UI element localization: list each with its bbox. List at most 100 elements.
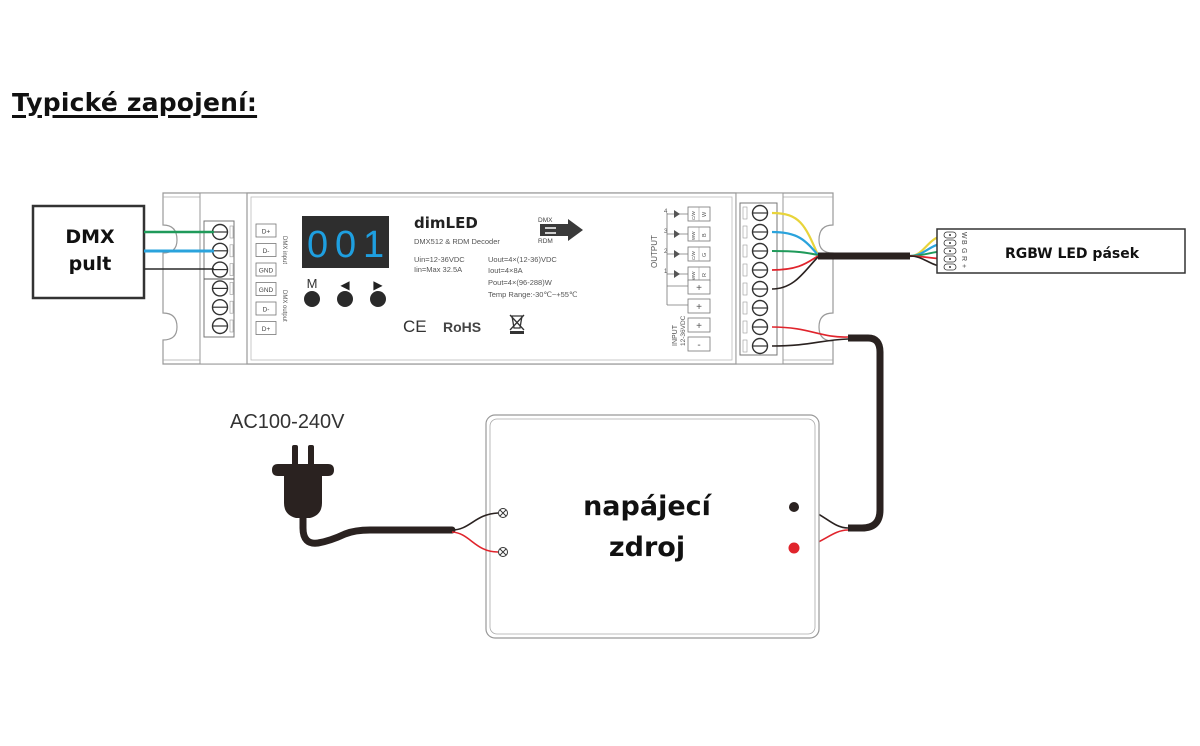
ac-terminal-l	[498, 508, 508, 518]
svg-text:+: +	[696, 302, 702, 313]
svg-text:+: +	[696, 321, 702, 332]
svg-text:GND: GND	[259, 287, 274, 294]
screw-terminal	[742, 299, 769, 317]
svg-text:B: B	[960, 240, 967, 245]
screw-terminal	[742, 280, 769, 298]
svg-text:WW: WW	[691, 271, 696, 280]
output-channel-1: 1 WW R	[664, 266, 711, 282]
led-strip-label: RGBW LED pásek	[1005, 246, 1140, 262]
svg-text:C/W: C/W	[691, 251, 696, 261]
svg-text:W: W	[702, 211, 708, 217]
output-screw-terminals	[739, 202, 778, 356]
output-label: OUTPUT	[650, 235, 659, 268]
screw-terminal	[742, 204, 769, 222]
svg-text:B: B	[702, 233, 708, 237]
svg-text:GND: GND	[259, 268, 274, 275]
spec-uin: Uin=12-36VDC	[414, 255, 465, 264]
screw-terminal	[742, 242, 769, 260]
power-terminal-labels: + + + -	[687, 279, 711, 352]
svg-text:D-: D-	[263, 248, 270, 255]
dmx-console-label-2: pult	[69, 253, 112, 275]
power-terminal-label: +	[687, 279, 711, 295]
svg-text:D+: D+	[262, 229, 271, 236]
power-supply-label-2: zdroj	[609, 532, 685, 563]
mains-voltage-label: AC100-240V	[230, 411, 345, 433]
svg-text:+: +	[960, 264, 967, 268]
spec-temp: Temp Range:-30℃~+55℃	[488, 290, 578, 299]
model-name: DMX512 & RDM Decoder	[414, 237, 500, 246]
svg-text:2: 2	[664, 249, 668, 255]
display-digit-1: 0	[307, 224, 331, 266]
led-strip-pin: W	[943, 231, 967, 239]
left-arrow-icon: ◀	[340, 278, 350, 292]
output-channel-4: 4 C/W W	[664, 206, 711, 222]
page-heading: Typické zapojení:	[12, 88, 258, 117]
dmx-terminal-labels: D+ D- GND GND D- D+	[255, 223, 277, 335]
right-arrow-icon: ▶	[373, 278, 383, 292]
mains-plug-icon	[272, 445, 499, 553]
right-button[interactable]: ▶	[370, 278, 386, 307]
dmx-terminal-label: D+	[255, 223, 277, 238]
screw-terminal	[742, 223, 769, 241]
ce-mark-icon: CE	[403, 317, 427, 336]
screw-terminal	[211, 317, 234, 335]
spec-iout: Iout=4×8A	[488, 266, 523, 275]
led-display: 0 0 1	[302, 216, 389, 268]
dc-cable	[848, 334, 884, 532]
ac-terminal-n	[498, 547, 508, 557]
weee-bin-icon	[509, 314, 525, 334]
svg-text:WW: WW	[691, 231, 696, 240]
svg-text:R: R	[702, 273, 708, 277]
dmx-terminal-label: D-	[255, 243, 277, 257]
led-strip-pin: B	[943, 239, 967, 247]
power-terminal-label: +	[687, 298, 711, 314]
dmx-output-label: DMX output	[281, 290, 287, 322]
power-terminal-label: -	[687, 336, 711, 352]
led-output-wires	[771, 211, 949, 290]
brand-name: dimLED	[414, 214, 478, 232]
decoder-housing	[162, 192, 834, 365]
svg-text:-: -	[697, 340, 700, 351]
screw-terminal	[742, 337, 769, 355]
protocol-top-label: DMX	[538, 217, 553, 224]
dc-positive-terminal	[788, 542, 800, 554]
screw-terminal	[211, 261, 234, 278]
display-digit-3: 1	[363, 224, 384, 266]
dmx-input-label: DMX input	[281, 236, 287, 264]
output-channel-3: 3 WW B	[664, 226, 711, 242]
screw-terminal	[742, 318, 769, 336]
dmx-screw-terminals	[203, 220, 235, 338]
power-terminal-label: +	[687, 317, 711, 333]
dc-negative-terminal	[789, 502, 799, 512]
svg-text:3: 3	[664, 229, 668, 235]
dmx-wires	[144, 230, 214, 270]
dmx-terminal-label: D-	[255, 301, 277, 316]
svg-text:R: R	[960, 256, 967, 261]
screw-terminal	[211, 280, 234, 297]
dmx-terminal-label: D+	[255, 321, 277, 335]
dmx-console: DMX pult	[31, 204, 146, 300]
input-voltage-label: 12-36VDC	[680, 315, 687, 346]
spec-iin: Iin=Max 32.5A	[414, 265, 462, 274]
display-digit-2: 0	[335, 224, 356, 266]
svg-text:1: 1	[664, 269, 668, 275]
svg-text:4: 4	[664, 209, 668, 215]
input-label: INPUT	[672, 324, 679, 346]
protocol-bottom-label: RDM	[538, 238, 553, 245]
led-strip-pin: +	[943, 263, 967, 271]
svg-text:G: G	[960, 248, 967, 253]
spec-uout: Uout=4×(12-36)VDC	[488, 255, 557, 264]
led-strip-pin: R	[943, 255, 967, 263]
power-supply: napájecí zdroj	[485, 414, 820, 639]
svg-text:D-: D-	[263, 307, 270, 314]
screw-terminal	[742, 261, 769, 279]
mode-button[interactable]: M	[304, 276, 320, 307]
dmx-console-label-1: DMX	[65, 226, 115, 248]
mode-button-label: M	[307, 276, 318, 291]
svg-text:G: G	[702, 253, 708, 257]
svg-text:C/W: C/W	[691, 211, 696, 221]
left-button[interactable]: ◀	[337, 278, 353, 307]
